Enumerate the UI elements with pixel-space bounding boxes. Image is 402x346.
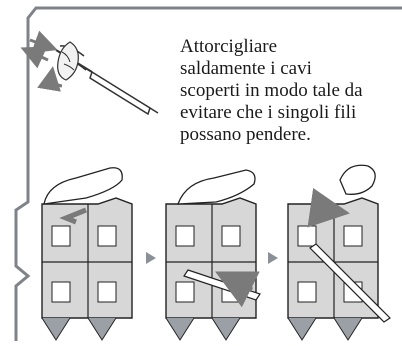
step-arrow-icon [146, 252, 156, 264]
speaker-terminal-insert-icon [165, 169, 261, 341]
instruction-text: Attorcigliare saldamente i cavi scoperti… [180, 36, 395, 146]
twisting-cable-icon [20, 30, 159, 116]
instruction-line: possano pendere. [180, 124, 311, 145]
speaker-terminal-press-icon [41, 167, 133, 341]
step-arrow-icon [268, 252, 278, 264]
instruction-line: scoperti in modo tale da [180, 80, 363, 101]
instruction-line: Attorcigliare [180, 36, 278, 57]
instruction-line: saldamente i cavi [180, 58, 312, 79]
speaker-terminal-release-icon [287, 164, 391, 341]
panel-frame-icon [14, 6, 402, 341]
instruction-line: evitare che i singoli fili [180, 102, 357, 123]
